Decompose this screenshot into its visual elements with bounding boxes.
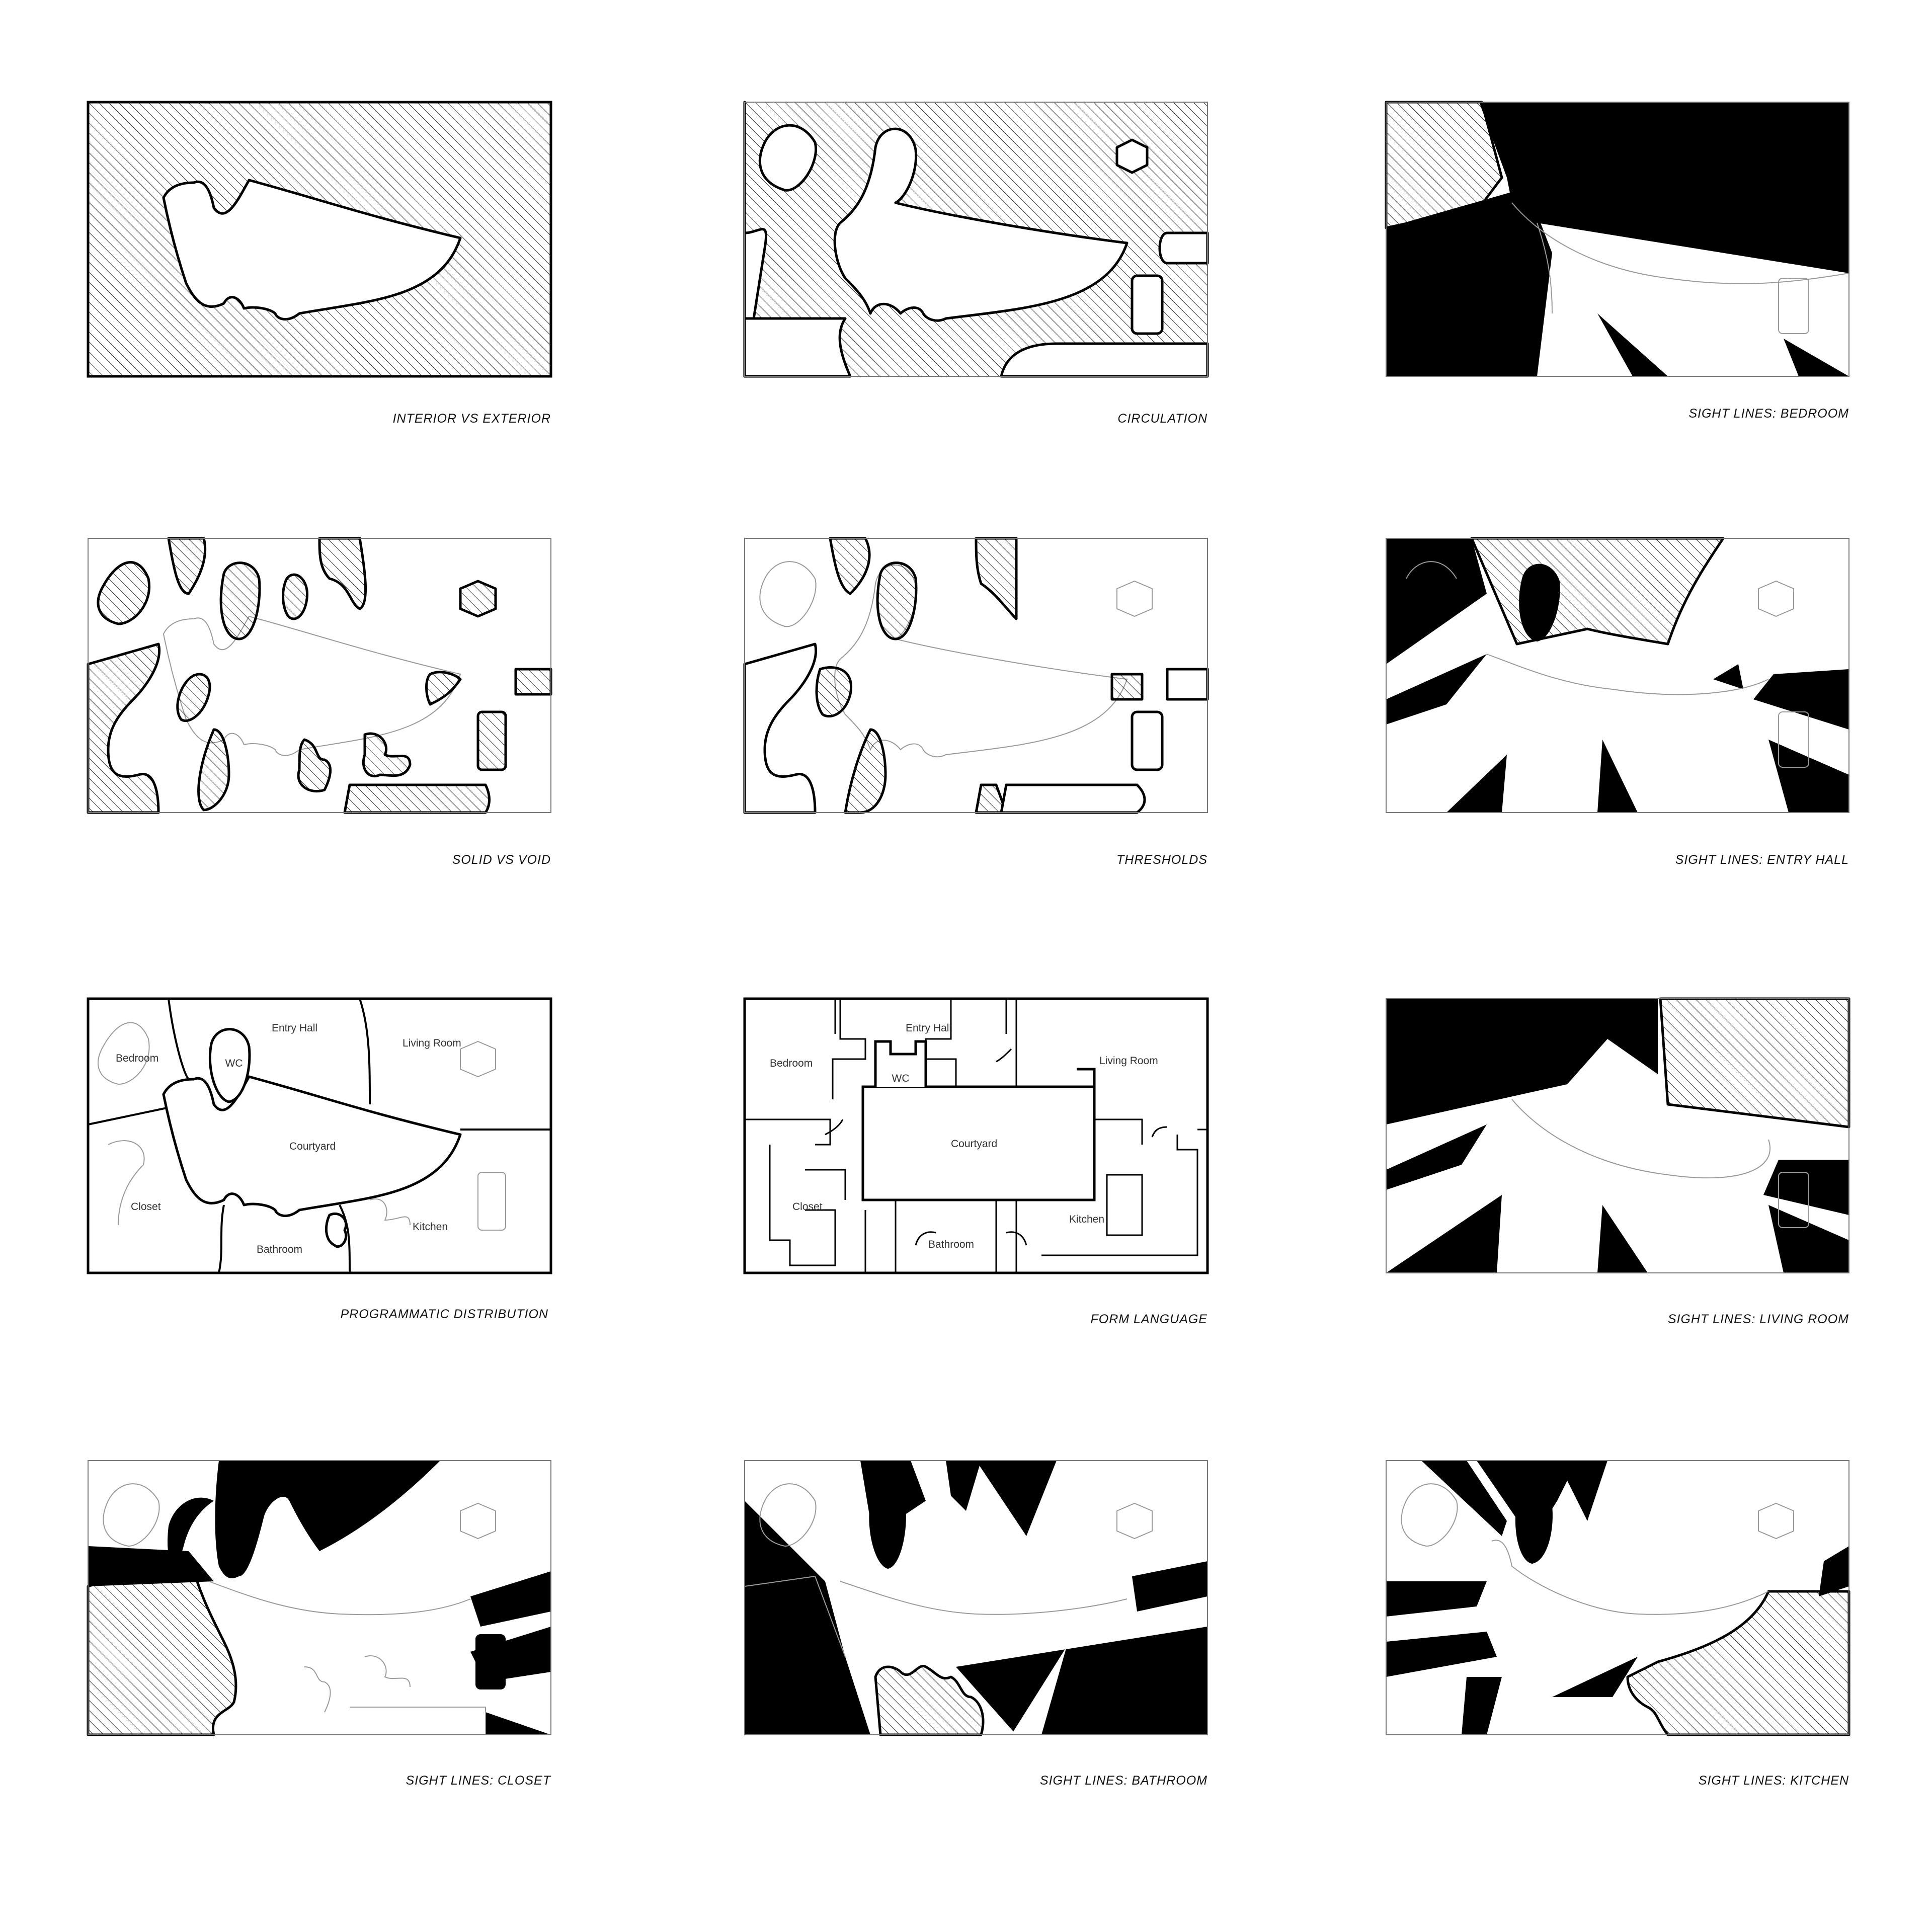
panel-form-language: Bedroom Entry Hall WC Living Room Courty… [743,997,1209,1274]
caption-form-language: FORM LANGUAGE [1090,1312,1208,1326]
caption-interior-vs-exterior: INTERIOR VS EXTERIOR [392,412,551,426]
programmatic-distribution-drawing: Bedroom Entry Hall WC Living Room Courty… [87,997,552,1274]
sight-living-room-drawing [1386,997,1850,1273]
form-label-kitchen: Kitchen [1069,1214,1104,1225]
caption-programmatic-distribution: PROGRAMMATIC DISTRIBUTION [340,1307,548,1321]
panel-programmatic-distribution: Bedroom Entry Hall WC Living Room Courty… [87,997,552,1274]
panel-sight-entry-hall [1386,537,1849,813]
panel-solid-vs-void [87,537,552,814]
panel-thresholds [743,537,1209,814]
label-kitchen: Kitchen [413,1221,448,1233]
form-label-bathroom: Bathroom [928,1239,974,1250]
caption-sight-living-room: SIGHT LINES: LIVING ROOM [1667,1312,1849,1326]
caption-thresholds: THRESHOLDS [1116,853,1208,867]
caption-sight-bathroom: SIGHT LINES: BATHROOM [1039,1774,1208,1788]
sight-bathroom-drawing [744,1460,1208,1736]
form-label-entry-hall: Entry Hall [906,1022,951,1034]
circulation-drawing [743,101,1209,378]
form-label-courtyard: Courtyard [951,1138,997,1150]
panel-sight-kitchen [1386,1460,1850,1736]
caption-circulation: CIRCULATION [1117,412,1208,426]
panel-sight-bedroom [1385,101,1849,377]
form-label-bedroom: Bedroom [770,1058,813,1069]
label-closet: Closet [131,1201,161,1213]
form-label-wc: WC [892,1073,910,1084]
sight-kitchen-drawing [1386,1460,1850,1736]
solid-vs-void-drawing [87,537,552,814]
caption-sight-bedroom: SIGHT LINES: BEDROOM [1688,407,1849,421]
sight-entry-hall-drawing [1386,537,1849,813]
form-language-drawing: Bedroom Entry Hall WC Living Room Courty… [743,997,1209,1274]
caption-sight-entry-hall: SIGHT LINES: ENTRY HALL [1675,853,1849,867]
caption-solid-vs-void: SOLID VS VOID [452,853,551,867]
label-courtyard: Courtyard [289,1141,336,1152]
label-wc: WC [225,1058,243,1069]
panel-interior-vs-exterior [87,101,552,378]
caption-sight-closet: SIGHT LINES: CLOSET [406,1774,551,1788]
panel-circulation [743,101,1209,378]
sight-closet-drawing [87,1460,551,1736]
caption-sight-kitchen: SIGHT LINES: KITCHEN [1698,1774,1849,1788]
form-label-closet: Closet [792,1201,823,1213]
panel-sight-bathroom [744,1460,1208,1736]
label-living-room: Living Room [403,1037,461,1049]
panel-sight-living-room [1386,997,1850,1273]
sight-bedroom-drawing [1385,101,1849,377]
form-label-living-room: Living Room [1099,1055,1158,1067]
thresholds-drawing [743,537,1209,814]
interior-vs-exterior-drawing [87,101,552,378]
label-bedroom: Bedroom [116,1053,158,1064]
label-bathroom: Bathroom [257,1244,302,1255]
panel-sight-closet [87,1460,551,1736]
label-entry-hall: Entry Hall [272,1022,317,1034]
